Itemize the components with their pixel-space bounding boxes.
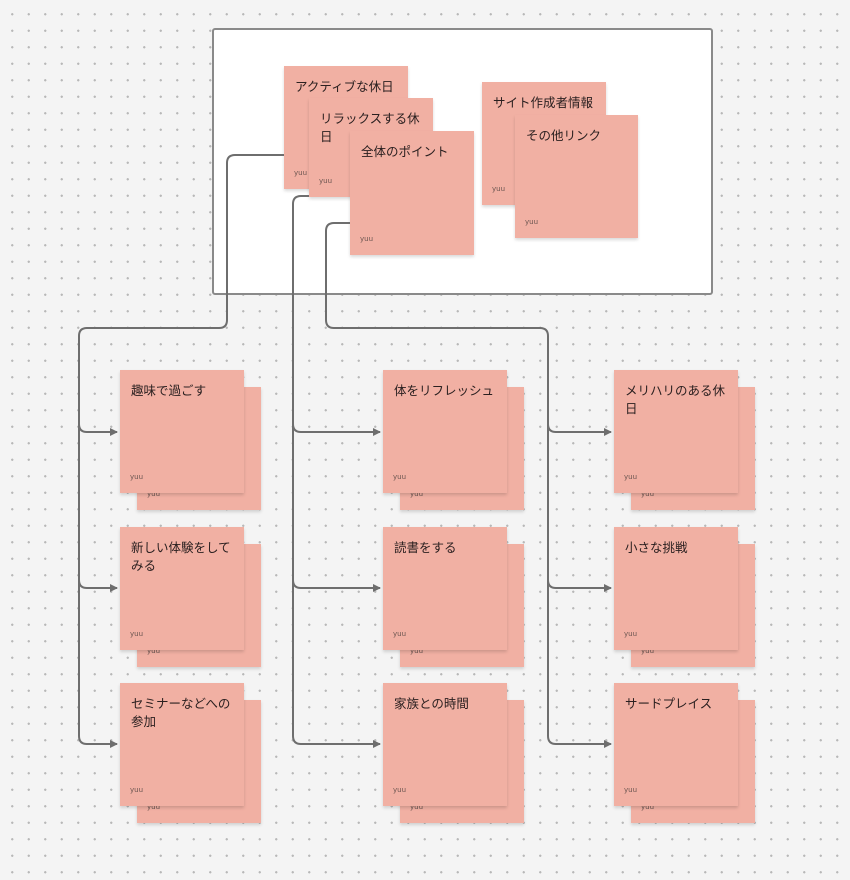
sticky-note-text: アクティブな休日 (295, 79, 394, 94)
sticky-note[interactable]: セミナーなどへの参加 yuu (120, 683, 244, 806)
sticky-note[interactable]: 新しい体験をしてみる yuu (120, 527, 244, 650)
sticky-note-text: サイト作成者情報 (493, 95, 594, 110)
sticky-note-author: yuu (393, 473, 407, 481)
sticky-note-text: リラックスする休日 (320, 111, 420, 144)
sticky-note-author: yuu (130, 630, 144, 638)
sticky-note-author: yuu (410, 490, 424, 498)
sticky-note-author: yuu (624, 786, 638, 794)
connector-active-branch[interactable] (78, 423, 118, 436)
sticky-note-text: 読書をする (394, 540, 457, 555)
sticky-note[interactable]: 読書をする yuu (383, 527, 507, 650)
sticky-note-author: yuu (624, 473, 638, 481)
sticky-note-author: yuu (130, 473, 144, 481)
sticky-note-author: yuu (641, 803, 655, 811)
sticky-note-author: yuu (393, 630, 407, 638)
connector-point[interactable] (325, 222, 612, 748)
sticky-note[interactable]: 家族との時間 yuu (383, 683, 507, 806)
sticky-note-author: yuu (641, 490, 655, 498)
sticky-note-text: 全体のポイント (361, 144, 449, 159)
sticky-note-text: 趣味で過ごす (131, 383, 207, 398)
sticky-note[interactable]: 小さな挑戦 yuu (614, 527, 738, 650)
sticky-note-author: yuu (641, 647, 655, 655)
sticky-note[interactable]: 体をリフレッシュ yuu (383, 370, 507, 493)
sticky-note-author: yuu (147, 490, 161, 498)
sticky-note-author: yuu (525, 218, 539, 226)
sticky-note-text: 小さな挑戦 (625, 540, 688, 555)
connector-point-branch[interactable] (547, 579, 612, 592)
sticky-note-author: yuu (147, 647, 161, 655)
sticky-note[interactable]: サードプレイス yuu (614, 683, 738, 806)
connector-active-branch[interactable] (78, 579, 118, 592)
sticky-note-text: 家族との時間 (394, 696, 469, 711)
sticky-note[interactable]: メリハリのある休日 yuu (614, 370, 738, 493)
sticky-note-text: 体をリフレッシュ (394, 383, 495, 398)
sticky-note-text: セミナーなどへの参加 (131, 696, 231, 729)
sticky-note-author: yuu (410, 803, 424, 811)
sticky-note-author: yuu (393, 786, 407, 794)
sticky-note[interactable]: 趣味で過ごす yuu (120, 370, 244, 493)
sticky-note[interactable]: 全体のポイント yuu (350, 131, 474, 255)
sticky-note-author: yuu (492, 185, 506, 193)
sticky-note[interactable]: その他リンク yuu (515, 115, 638, 238)
connector-relax[interactable] (292, 195, 381, 748)
sticky-note-text: サードプレイス (625, 696, 713, 711)
sticky-note-author: yuu (410, 647, 424, 655)
connector-relax-branch[interactable] (292, 579, 381, 592)
sticky-note-text: メリハリのある休日 (625, 383, 726, 416)
sticky-note-author: yuu (624, 630, 638, 638)
sticky-note-author: yuu (360, 235, 374, 243)
connector-relax-branch[interactable] (292, 423, 381, 436)
sticky-note-author: yuu (147, 803, 161, 811)
sticky-note-text: 新しい体験をしてみる (131, 540, 231, 573)
sticky-note-text: その他リンク (526, 128, 602, 143)
connector-active[interactable] (78, 154, 284, 748)
sticky-note-author: yuu (294, 169, 308, 177)
connector-point-branch[interactable] (547, 423, 612, 436)
sticky-note-author: yuu (319, 177, 333, 185)
sticky-note-author: yuu (130, 786, 144, 794)
